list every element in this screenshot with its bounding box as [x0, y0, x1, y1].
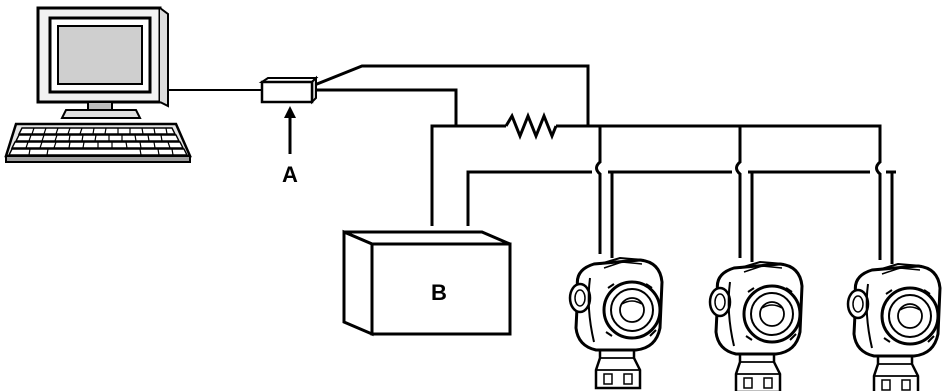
label-a: A: [282, 162, 298, 187]
wiring: [168, 64, 896, 264]
power-supply-box: [342, 229, 512, 337]
pressure-transmitter-2: [708, 260, 804, 391]
hart-modem-icon: [258, 75, 319, 105]
computer-workstation-icon: [4, 6, 192, 163]
resistor-symbol: [504, 111, 558, 141]
label-b: B: [431, 280, 447, 305]
label-a-arrow: [284, 106, 296, 154]
pressure-transmitter-1: [568, 256, 664, 390]
pressure-transmitter-3: [846, 262, 942, 391]
keyboard-icon: [4, 122, 192, 163]
